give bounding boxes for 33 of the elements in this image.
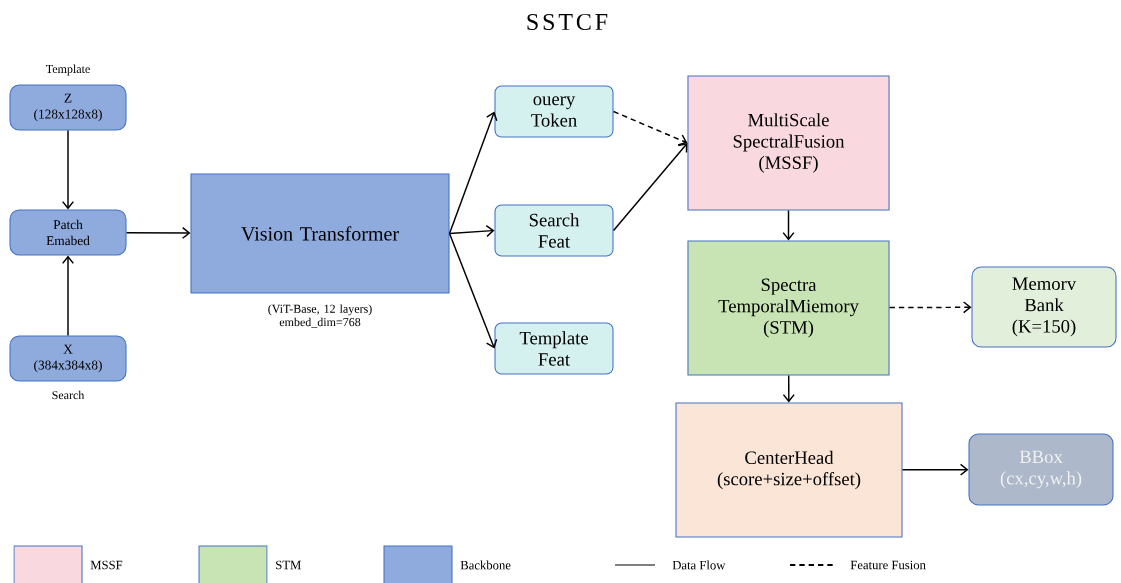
arrow (782, 209, 795, 241)
process-box: BBox (cx,cy,w,h) (968, 433, 1114, 506)
legend-label: Data Flow (672, 560, 726, 570)
process-box: Search Feat (494, 204, 614, 257)
legend-label: Feature Fusion (850, 560, 926, 570)
arrow (448, 232, 498, 349)
arrow (612, 110, 688, 146)
process-box: ouery Token (494, 85, 614, 138)
process-box: Patch Emabed (9, 209, 127, 256)
process-box: Vision Transformer (190, 173, 450, 294)
legend-label: Backbone (460, 560, 511, 570)
title: SSTCF (527, 13, 608, 31)
arrow (888, 301, 972, 314)
legend-label: STM (276, 560, 301, 570)
legend-label: MSSF (90, 560, 123, 570)
arrow (61, 129, 75, 210)
process-box: MultiScale SpectralFusion (MSSF) (687, 75, 890, 211)
process-box: Z (128x128x8) (9, 84, 127, 131)
process-box: Memorv Bank (K=150) (971, 266, 1117, 348)
arrow (61, 255, 75, 337)
process-box: X (384x384x8) (9, 335, 127, 382)
caption-text: Search (52, 390, 85, 400)
caption-text: (ViT-Base, 12 layers) embed_dim=768 (268, 304, 372, 328)
process-box: Template Feat (494, 322, 614, 375)
arrow (125, 226, 191, 240)
arrow (448, 111, 498, 235)
arrow (782, 374, 795, 403)
arrow (901, 463, 969, 476)
process-box: Spectra TemporalMiemory (STM) (687, 240, 890, 376)
arrow (448, 224, 495, 238)
arrow (612, 143, 688, 232)
caption-text: Template (46, 64, 90, 76)
process-box: CenterHead (score+size+offset) (675, 402, 903, 538)
